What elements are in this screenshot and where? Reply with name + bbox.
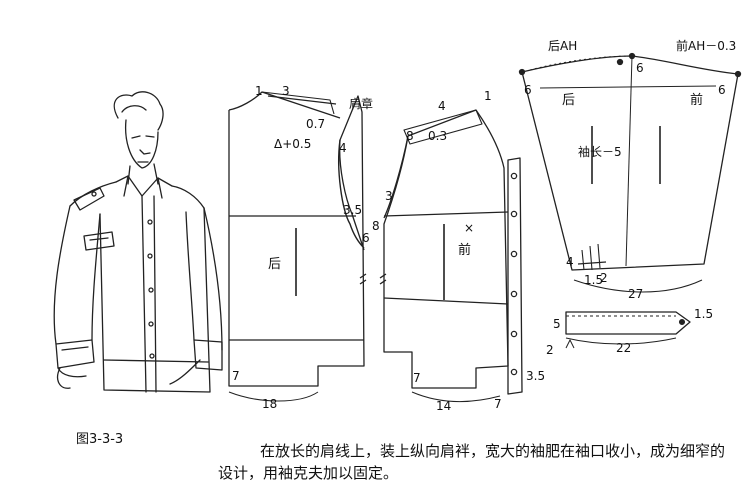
back-bodice-pattern <box>228 91 365 402</box>
sleeve-length-label: 袖长－5 <box>578 144 622 159</box>
sleeve-width-dim: 27 <box>628 287 643 301</box>
back-dim-07: 0.7 <box>306 117 325 131</box>
epaulette-label: 肩章 <box>349 96 373 111</box>
front-dim-8b: 8 <box>372 219 380 233</box>
sleeve-back-label: 后 <box>562 93 575 108</box>
sleeve-dim-6a: 6 <box>524 83 532 97</box>
cuff-pattern <box>565 311 691 349</box>
front-panel-label: 前 <box>458 242 471 258</box>
cuff-length-dim: 22 <box>616 341 631 355</box>
sleeve-dim-2: 2 <box>600 271 608 285</box>
front-dim-3: 3 <box>385 189 393 203</box>
back-dim-7: 7 <box>232 369 240 383</box>
cuff-height-dim: 5 <box>553 317 561 331</box>
front-dim-7: 7 <box>413 371 421 385</box>
front-x-mark: × <box>464 221 474 235</box>
back-hem-dim: 18 <box>262 397 277 411</box>
sleeve-front-label: 前 <box>690 92 703 108</box>
front-dim-2: 2 <box>546 343 554 357</box>
sleeve-dim-15: 1.5 <box>584 273 603 287</box>
back-dim-delta: Δ+0.5 <box>274 137 311 151</box>
front-bodice-pattern <box>359 109 523 403</box>
figure-caption: 在放长的肩线上，装上纵向肩袢，宽大的袖肥在袖口收小，成为细窄的设计，用袖克夫加以… <box>218 442 726 482</box>
front-hem-14: 14 <box>436 399 451 413</box>
back-dim-4: 4 <box>339 141 347 155</box>
front-dim-4: 4 <box>438 99 446 113</box>
front-hem-7: 7 <box>494 397 502 411</box>
figure-number: 图3-3-3 <box>76 432 124 447</box>
sleeve-dim-4: 4 <box>566 255 574 269</box>
jacket-illustration <box>53 91 223 393</box>
front-dim-35: 3.5 <box>526 369 545 383</box>
front-dim-03: 0.3 <box>428 129 447 143</box>
back-dim-1: 1 <box>255 84 263 98</box>
sleeve-front-ah: 前AH－0.3 <box>676 38 736 53</box>
cuff-tab-dim: 1.5 <box>694 307 713 321</box>
back-dim-3: 3 <box>282 84 290 98</box>
back-dim-35: 3.5 <box>343 203 362 217</box>
sleeve-dim-6c: 6 <box>718 83 726 97</box>
sleeve-dim-6b: 6 <box>636 61 644 75</box>
back-panel-label: 后 <box>268 257 281 272</box>
back-dim-6: 6 <box>362 231 370 245</box>
sleeve-pattern <box>518 52 742 293</box>
sleeve-back-ah: 后AH <box>548 39 577 53</box>
front-dim-1: 1 <box>484 89 492 103</box>
front-dim-8: 8 <box>406 129 414 143</box>
